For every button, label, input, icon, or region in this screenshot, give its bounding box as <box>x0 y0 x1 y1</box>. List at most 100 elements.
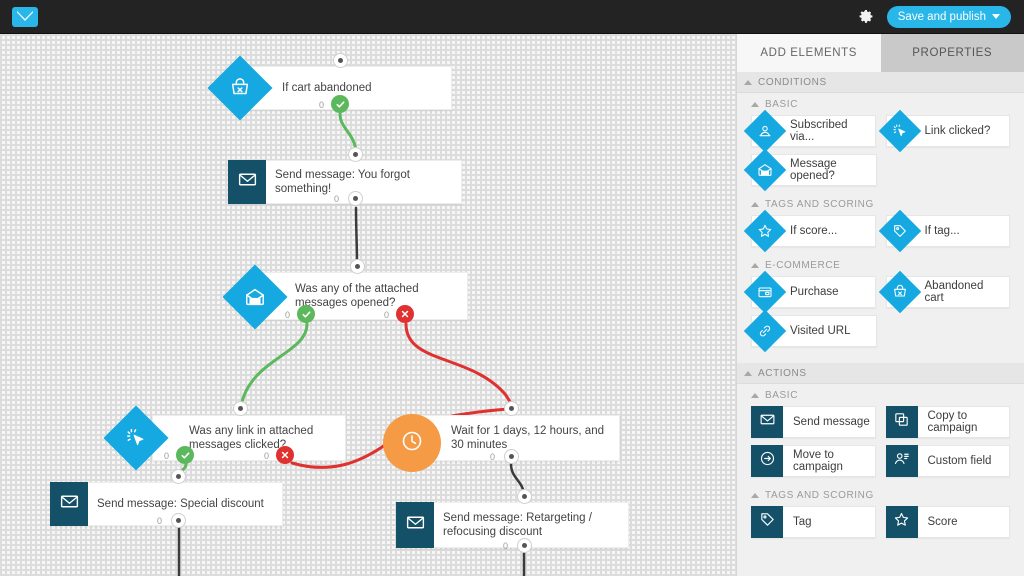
panel-tile-placeholder <box>887 154 1011 186</box>
panel-tile-icon-wrap <box>878 109 921 153</box>
node-shape-link-clicked-icon[interactable] <box>103 405 169 471</box>
panel-tile-abandoned-cart[interactable]: Abandoned cart <box>878 270 1010 314</box>
node-output-port[interactable] <box>504 449 519 464</box>
panel-group-header[interactable]: CONDITIONS <box>737 72 1024 93</box>
output-yes-badge[interactable] <box>176 446 194 464</box>
output-yes-badge[interactable] <box>297 305 315 323</box>
panel-tile-subscribed-via[interactable]: Subscribed via... <box>743 109 876 153</box>
panel-subgroup-header[interactable]: TAGS AND SCORING <box>737 193 1024 215</box>
panel-tile-tag[interactable]: Tag <box>751 505 876 538</box>
move-arrow-icon <box>759 450 776 472</box>
panel-tile-icon-wrap <box>878 209 921 253</box>
output-count-label: 0 <box>319 100 325 110</box>
node-card[interactable]: Was any link in attached messages clicke… <box>152 415 346 461</box>
node-label: Wait for 1 days, 12 hours, and 30 minute… <box>451 425 604 451</box>
node-label: If cart abandoned <box>282 82 372 94</box>
node-card[interactable]: Send message: Retargeting / refocusing d… <box>396 502 629 548</box>
panel-tile-label: Purchase <box>790 285 839 298</box>
panel-subgroup-title: TAGS AND SCORING <box>765 490 874 501</box>
panel-tile-move-arrow[interactable]: Move to campaign <box>751 444 876 477</box>
panel-tile-envelope[interactable]: Send message <box>751 405 876 438</box>
panel-tile-icon-wrap <box>751 444 783 477</box>
panel-tile-star[interactable]: Score <box>885 505 1010 538</box>
subscribed-via-icon <box>757 123 773 139</box>
output-no-badge[interactable] <box>396 305 414 323</box>
output-yes-badge[interactable] <box>331 95 349 113</box>
star-icon <box>893 511 910 533</box>
panel-tile-purchase[interactable]: Purchase <box>743 270 876 314</box>
panel-tile-copy[interactable]: Copy to campaign <box>885 405 1010 438</box>
panel-subgroup-header[interactable]: BASIC <box>737 384 1024 406</box>
node-label: Was any link in attached messages clicke… <box>189 425 314 451</box>
node-output-port[interactable] <box>171 513 186 528</box>
node-shape-message-opened-icon[interactable] <box>222 264 288 330</box>
panel-tile-link-clicked[interactable]: Link clicked? <box>878 109 1010 153</box>
link-clicked-icon <box>892 123 908 139</box>
panel-tile-row: Visited URL <box>737 309 1024 354</box>
panel-tile-label: Link clicked? <box>924 124 991 137</box>
top-bar: Save and publish <box>0 0 1024 34</box>
panel-tile-icon-wrap <box>743 109 787 153</box>
link-clicked-icon <box>125 427 147 449</box>
panel-tile-icon-wrap <box>885 444 918 477</box>
message-opened-icon <box>244 286 266 308</box>
output-count-label: 0 <box>285 310 291 320</box>
node-input-port[interactable] <box>517 489 532 504</box>
panel-tile-label: Custom field <box>927 454 992 467</box>
node-label: Was any of the attached messages opened? <box>295 283 419 309</box>
panel-tile-message-opened[interactable]: Message opened? <box>743 148 877 192</box>
node-input-port[interactable] <box>504 401 519 416</box>
panel-tile-star[interactable]: If score... <box>743 209 876 253</box>
output-count-label: 0 <box>164 451 170 461</box>
output-no-badge[interactable] <box>276 446 294 464</box>
node-card[interactable]: Send message: You forgot something! <box>228 160 462 204</box>
tab-add-elements[interactable]: ADD ELEMENTS <box>737 34 881 72</box>
node-card[interactable]: Send message: Special discount <box>50 482 283 526</box>
collapse-triangle-icon <box>751 102 759 107</box>
node-label: Send message: Retargeting / refocusing d… <box>443 512 592 538</box>
panel-group-header[interactable]: ACTIONS <box>737 363 1024 384</box>
node-card[interactable]: Was any of the attached messages opened? <box>258 272 468 320</box>
output-count-label: 0 <box>503 541 509 551</box>
gear-icon[interactable] <box>853 4 879 30</box>
panel-tile-icon-wrap <box>885 505 918 538</box>
panel-group-title: CONDITIONS <box>758 76 827 88</box>
envelope-icon <box>237 169 258 195</box>
panel-tile-visited-url[interactable]: Visited URL <box>743 309 877 353</box>
node-input-port[interactable] <box>350 259 365 274</box>
node-output-port[interactable] <box>517 538 532 553</box>
output-count-label: 0 <box>157 516 163 526</box>
panel-tile-icon-wrap <box>743 270 787 314</box>
panel-tile-custom-field[interactable]: Custom field <box>885 444 1010 477</box>
panel-tile-row: Tag Score <box>737 505 1024 545</box>
panel-tile-row: Send message Copy to campaign <box>737 405 1024 445</box>
collapse-triangle-icon <box>751 263 759 268</box>
envelope-icon <box>759 411 776 433</box>
tab-properties[interactable]: PROPERTIES <box>880 34 1024 72</box>
mail-logo-icon[interactable] <box>12 6 38 27</box>
node-shape-envelope-icon[interactable] <box>228 160 266 204</box>
panel-tile-label: Tag <box>793 515 812 528</box>
panel-tile-tag[interactable]: If tag... <box>878 209 1010 253</box>
node-input-port[interactable] <box>333 53 348 68</box>
panel-tile-label: Score <box>927 515 958 528</box>
node-shape-envelope-icon[interactable] <box>396 502 434 548</box>
node-input-port[interactable] <box>233 401 248 416</box>
panel-group-title: ACTIONS <box>758 367 807 379</box>
panel-subgroup-header[interactable]: E-COMMERCE <box>737 254 1024 276</box>
node-input-port[interactable] <box>348 147 363 162</box>
collapse-triangle-icon <box>751 393 759 398</box>
node-output-port[interactable] <box>348 191 363 206</box>
node-input-port[interactable] <box>171 469 186 484</box>
panel-subgroup-header[interactable]: TAGS AND SCORING <box>737 484 1024 506</box>
panel-subgroup-header[interactable]: BASIC <box>737 93 1024 115</box>
save-and-publish-button[interactable]: Save and publish <box>886 5 1011 28</box>
chevron-down-icon <box>992 14 1000 19</box>
node-shape-envelope-icon[interactable] <box>50 482 88 526</box>
node-shape-clock-icon[interactable] <box>383 414 441 472</box>
save-and-publish-label: Save and publish <box>897 10 986 23</box>
node-shape-abandoned-cart-icon[interactable] <box>207 55 273 121</box>
